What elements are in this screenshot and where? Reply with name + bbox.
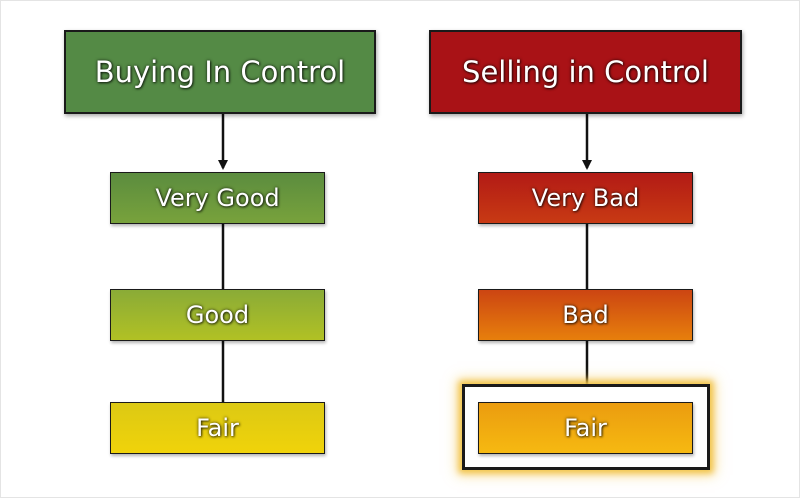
buying-level-good: Good	[110, 289, 325, 341]
buying-level-very-good: Very Good	[110, 172, 325, 224]
buying-header: Buying In Control	[64, 30, 376, 114]
selling-level-bad: Bad	[478, 289, 693, 341]
selling-level-fair: Fair	[478, 402, 693, 454]
selling-level-very-bad: Very Bad	[478, 172, 693, 224]
buying-level-fair: Fair	[110, 402, 325, 454]
selling-header: Selling in Control	[429, 30, 742, 114]
